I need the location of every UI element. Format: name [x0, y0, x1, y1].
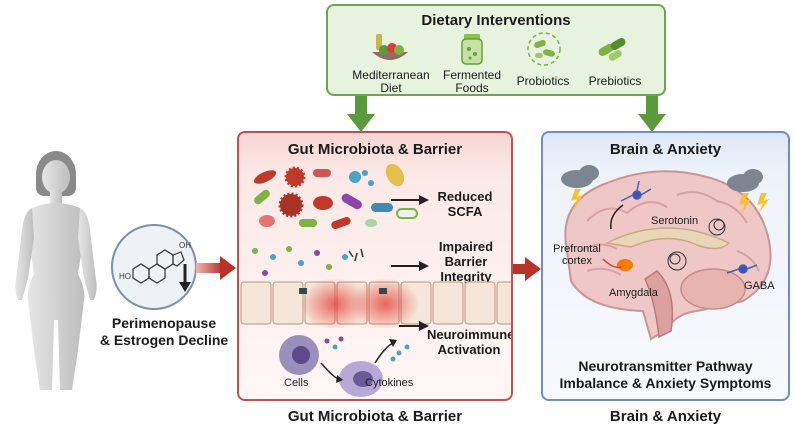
cells-label: Cells [284, 377, 309, 389]
brain-illustration [561, 165, 772, 341]
perimenopause-line2: & Estrogen Decline [99, 332, 229, 348]
salad-icon [372, 34, 408, 60]
fiber-icon [598, 38, 626, 61]
molecule-icon: HO OH [119, 241, 191, 292]
perimenopause-line1: Perimenopause [111, 315, 217, 331]
diet-item-probiotics: Probiotics [516, 74, 570, 88]
metabolite-dots [252, 246, 364, 276]
scfa-arrow [391, 195, 429, 205]
brain-caption: Brain & Anxiety [609, 408, 722, 425]
brain-title: Brain & Anxiety [609, 141, 722, 158]
perimenopause-caption: Perimenopause & Estrogen Decline [94, 315, 234, 349]
diet-arrow-brain [638, 94, 666, 132]
arrow-to-gut [196, 256, 236, 280]
impaired-barrier-label: Impaired Barrier Integrity [438, 239, 494, 284]
arrow-to-brain [503, 257, 541, 281]
microbiota-illustration [253, 163, 418, 229]
molecule-oh-label: OH [179, 241, 191, 250]
gut-caption: Gut Microbiota & Barrier [287, 408, 463, 425]
gaba-label: GABA [744, 280, 775, 292]
gut-panel: Gut Microbiota & Barrier Reduced SCFA Im… [237, 131, 513, 401]
summary-line2: Imbalance & Anxiety Symptoms [559, 375, 772, 391]
diet-item-prebiotics: Prebiotics [588, 74, 642, 88]
amygdala-label: Amygdala [609, 287, 658, 299]
cytokines-label: Cytokines [365, 377, 414, 389]
diet-item-mediterranean: Mediterranean Diet [352, 68, 430, 95]
neurotransmitter-summary: Neurotransmitter Pathway Imbalance & Anx… [543, 358, 788, 392]
reduced-scfa-label: Reduced SCFA [437, 189, 493, 219]
diet-item-fermented: Fermented Foods [442, 68, 502, 95]
barrier-arrow [391, 261, 429, 271]
gut-title: Gut Microbiota & Barrier [287, 141, 463, 158]
bacteria-icon [527, 32, 561, 66]
jar-icon [461, 34, 483, 65]
diet-arrow-gut [347, 94, 375, 132]
serotonin-label: Serotonin [651, 215, 699, 227]
diet-title: Dietary Interventions [421, 12, 571, 29]
neuroimmune-label: Neuroimmune Activation [427, 327, 513, 357]
molecule-ho-label: HO [119, 272, 131, 281]
dietary-interventions-panel: Dietary Interventions Mediterranean Diet… [326, 4, 666, 96]
neuroimmune-arrow [399, 321, 429, 331]
prefrontal-label: Prefrontal cortex [553, 243, 601, 267]
woman-figure [15, 151, 97, 390]
summary-line1: Neurotransmitter Pathway [578, 358, 753, 374]
immune-cells [279, 335, 410, 397]
estrogen-molecule [111, 224, 197, 310]
brain-panel: Brain & Anxiety [541, 131, 790, 401]
intestinal-epithelium [240, 278, 511, 328]
